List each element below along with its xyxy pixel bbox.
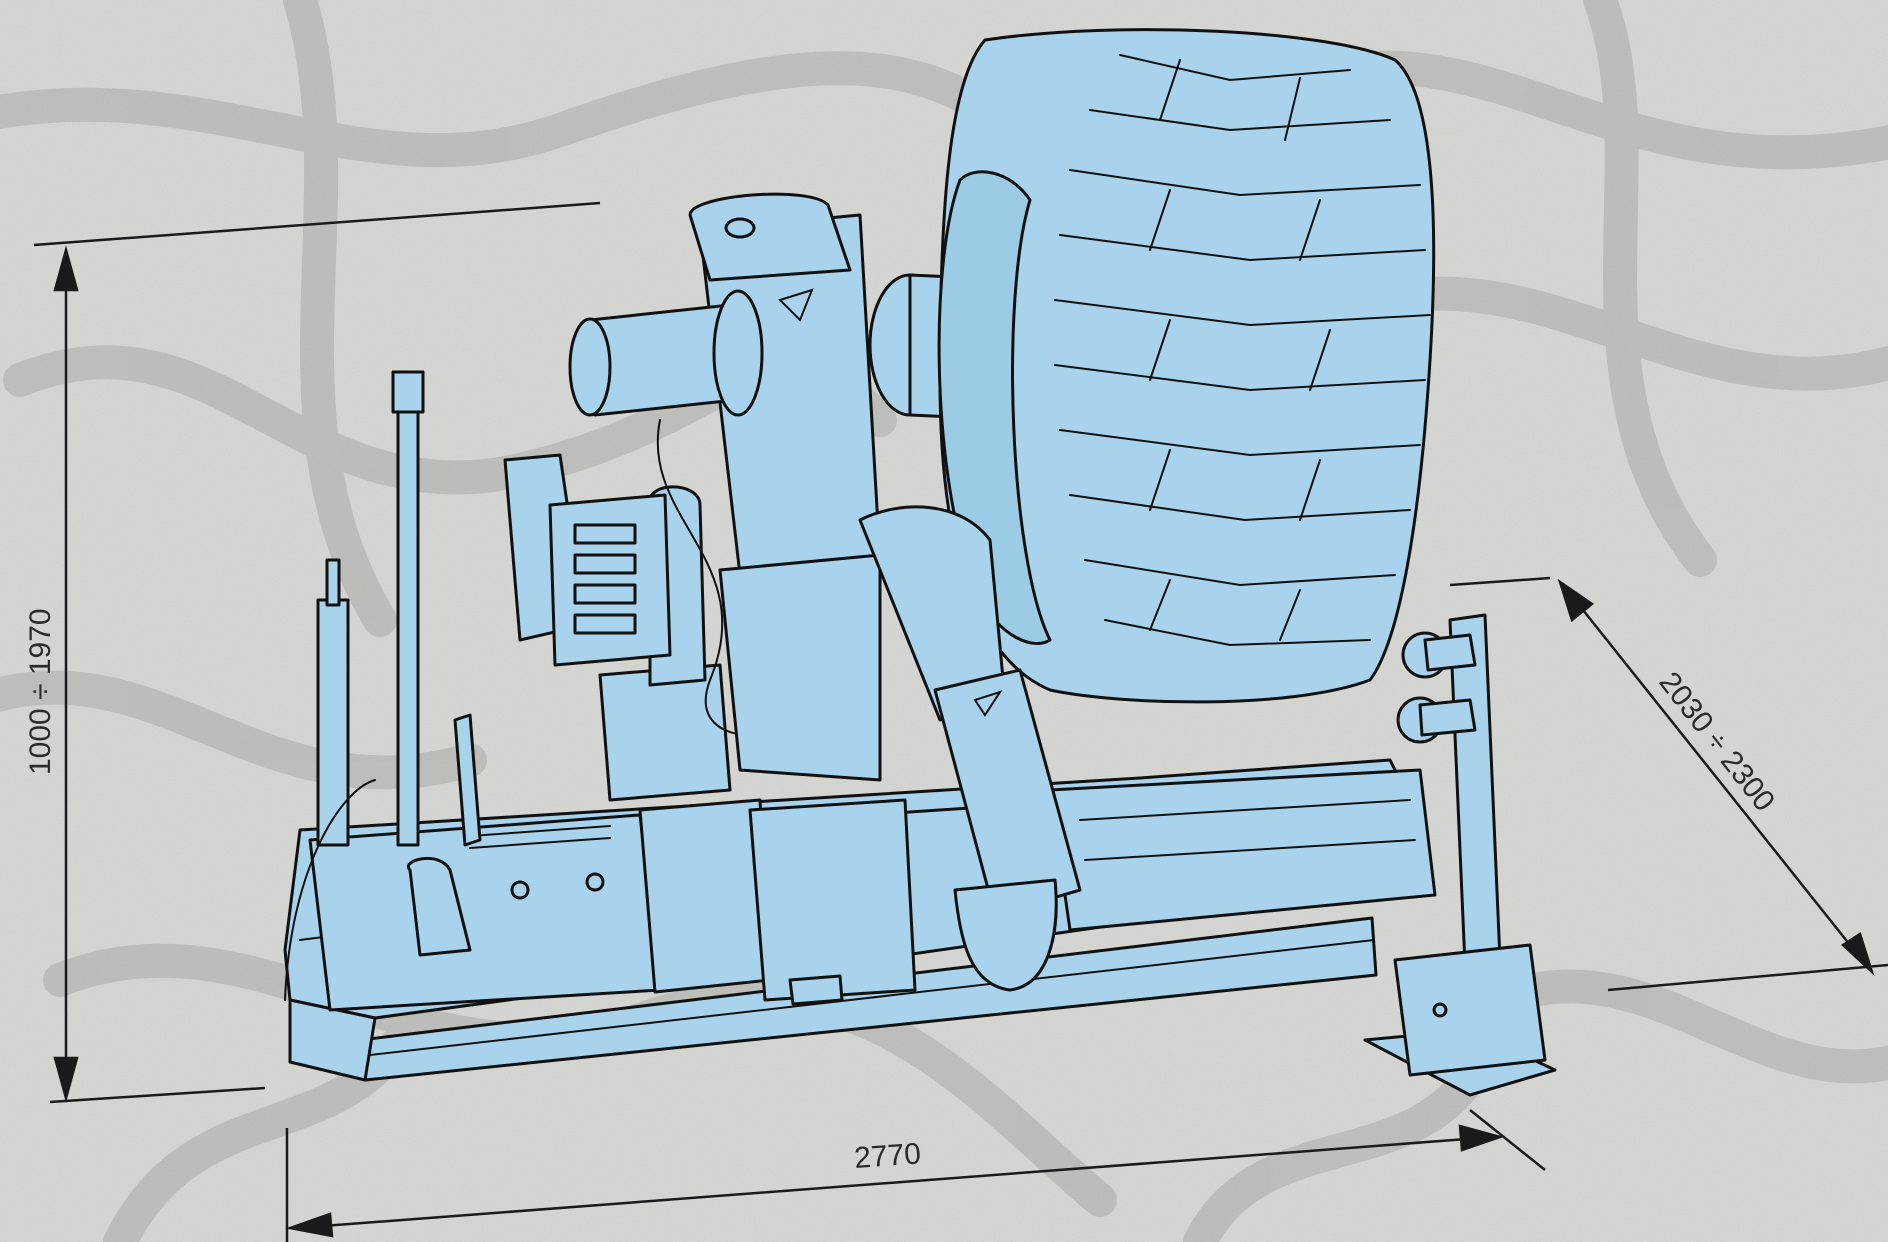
arrowhead [53, 1056, 79, 1103]
warning-triangle-icon [973, 690, 1003, 717]
column-head-bolt [724, 217, 756, 239]
arrowhead [1557, 578, 1595, 623]
arrowhead [53, 245, 79, 292]
valve-block [548, 493, 672, 667]
base-end-plate [288, 998, 377, 1082]
height-extension-bottom [49, 1086, 266, 1104]
control-block [308, 813, 662, 1012]
depth-dimension-line [1574, 599, 1859, 956]
plinth-bolt [1432, 1002, 1448, 1018]
length-dimension-line [309, 1136, 1481, 1229]
remote-button-housing [1418, 698, 1477, 737]
spindle-flange [712, 289, 764, 417]
foot-bar [284, 779, 376, 1001]
depth-extension-top [1449, 576, 1551, 587]
control-bolt [585, 872, 605, 892]
remote-stand-plinth [1393, 943, 1547, 1077]
length-extension-right [1469, 1109, 1546, 1171]
depth-extension-bottom [1607, 963, 1888, 992]
column-lower [718, 553, 882, 782]
telescopic-lever-tip [325, 558, 341, 607]
arrowhead [1840, 932, 1875, 977]
lever-grip [391, 370, 425, 414]
tyre-changer-machine [283, 28, 1557, 1097]
tool-arm [933, 668, 1082, 917]
column-head [688, 192, 852, 282]
telescopic-lever [316, 598, 350, 847]
dimension-lines [33, 201, 1888, 1242]
bead-breaker-disc [953, 878, 1058, 992]
carriage-slide-housing [748, 798, 917, 1002]
slide-lock [788, 974, 844, 1006]
control-block-slots [469, 825, 611, 849]
tyre-tread-lugs [1054, 54, 1431, 647]
arrowhead [285, 1212, 334, 1238]
tool-arm-joint [858, 505, 1007, 722]
spindle-motor-cap [568, 317, 612, 417]
height-dimension-label: 1000 ÷ 1970 [24, 608, 57, 775]
warning-triangle-icon [778, 288, 814, 322]
hydraulic-power-unit [598, 663, 732, 802]
short-lever [453, 713, 482, 847]
remote-button-housing [1423, 633, 1477, 672]
pedal-bracket [406, 856, 472, 957]
height-extension-top [33, 201, 601, 247]
control-bolt [510, 880, 530, 900]
arrowhead [1458, 1124, 1505, 1152]
valve-levers [573, 523, 637, 635]
length-dimension-label: 2770 [853, 1137, 922, 1175]
long-control-lever [396, 373, 420, 847]
